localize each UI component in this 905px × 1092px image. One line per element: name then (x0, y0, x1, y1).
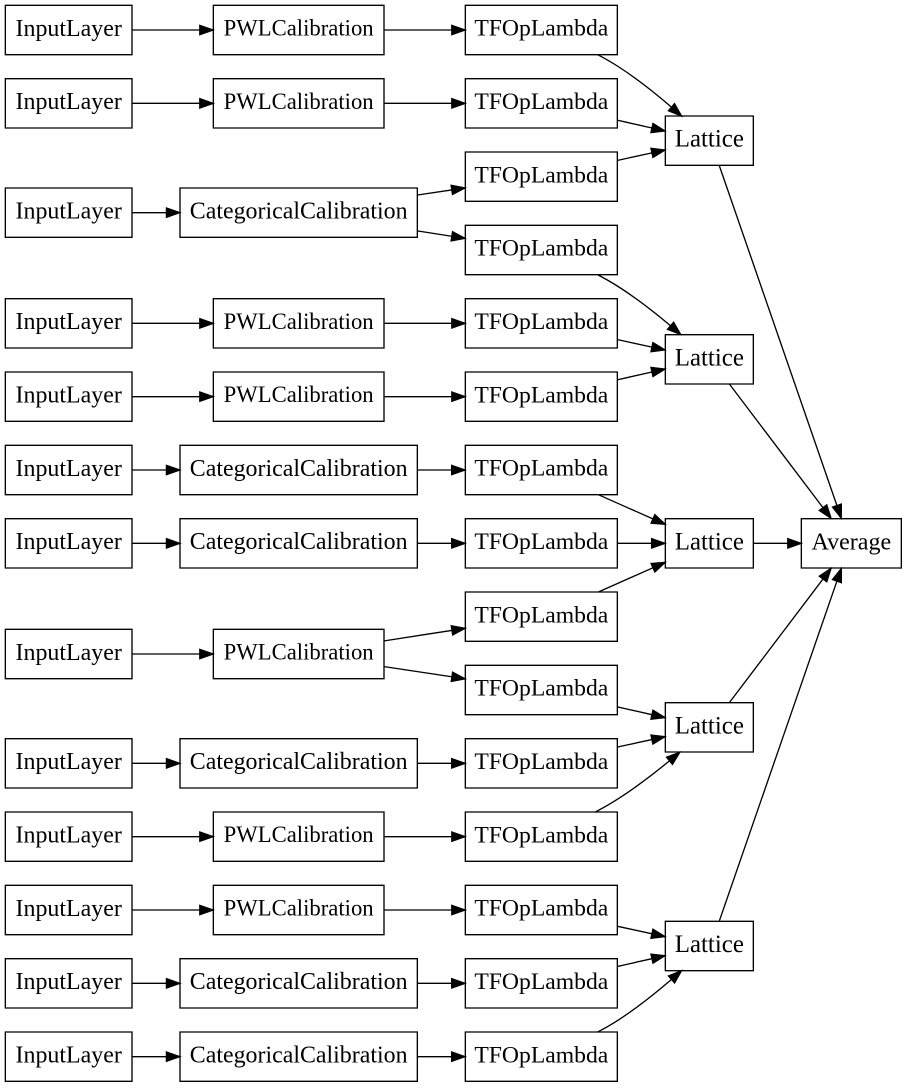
svg-text:TFOpLambda: TFOpLambda (474, 896, 608, 922)
svg-text:Lattice: Lattice (675, 126, 744, 153)
svg-text:CategoricalCalibration: CategoricalCalibration (190, 1042, 408, 1068)
svg-text:Lattice: Lattice (675, 344, 744, 371)
svg-text:TFOpLambda: TFOpLambda (474, 382, 608, 408)
svg-text:InputLayer: InputLayer (16, 382, 122, 408)
svg-text:PWLCalibration: PWLCalibration (224, 382, 374, 407)
svg-text:InputLayer: InputLayer (16, 16, 122, 42)
svg-text:InputLayer: InputLayer (16, 198, 122, 224)
svg-text:InputLayer: InputLayer (16, 309, 122, 335)
svg-text:TFOpLambda: TFOpLambda (474, 602, 608, 628)
svg-text:InputLayer: InputLayer (16, 529, 122, 555)
svg-text:CategoricalCalibration: CategoricalCalibration (190, 749, 408, 775)
svg-text:CategoricalCalibration: CategoricalCalibration (190, 456, 408, 482)
svg-text:Lattice: Lattice (675, 528, 744, 555)
svg-text:InputLayer: InputLayer (16, 1042, 122, 1068)
svg-text:TFOpLambda: TFOpLambda (474, 236, 608, 262)
svg-text:InputLayer: InputLayer (16, 89, 122, 115)
svg-text:InputLayer: InputLayer (16, 456, 122, 482)
svg-text:TFOpLambda: TFOpLambda (474, 969, 608, 995)
svg-text:InputLayer: InputLayer (16, 749, 122, 775)
svg-text:TFOpLambda: TFOpLambda (474, 529, 608, 555)
svg-text:PWLCalibration: PWLCalibration (224, 895, 374, 920)
svg-text:CategoricalCalibration: CategoricalCalibration (190, 969, 408, 995)
svg-text:TFOpLambda: TFOpLambda (474, 676, 608, 702)
svg-text:PWLCalibration: PWLCalibration (224, 822, 374, 847)
svg-text:PWLCalibration: PWLCalibration (224, 89, 374, 114)
svg-text:TFOpLambda: TFOpLambda (474, 16, 608, 42)
svg-text:TFOpLambda: TFOpLambda (474, 89, 608, 115)
svg-text:InputLayer: InputLayer (16, 822, 122, 848)
svg-text:PWLCalibration: PWLCalibration (224, 639, 374, 664)
svg-text:TFOpLambda: TFOpLambda (474, 162, 608, 188)
svg-text:CategoricalCalibration: CategoricalCalibration (190, 529, 408, 555)
svg-text:Lattice: Lattice (675, 931, 744, 958)
svg-text:TFOpLambda: TFOpLambda (474, 1042, 608, 1068)
svg-text:TFOpLambda: TFOpLambda (474, 822, 608, 848)
svg-text:InputLayer: InputLayer (16, 896, 122, 922)
svg-text:TFOpLambda: TFOpLambda (474, 309, 608, 335)
svg-text:TFOpLambda: TFOpLambda (474, 456, 608, 482)
svg-text:PWLCalibration: PWLCalibration (224, 15, 374, 40)
svg-text:Average: Average (812, 529, 892, 555)
svg-text:Lattice: Lattice (675, 712, 744, 739)
svg-text:PWLCalibration: PWLCalibration (224, 309, 374, 334)
svg-text:TFOpLambda: TFOpLambda (474, 749, 608, 775)
svg-text:CategoricalCalibration: CategoricalCalibration (190, 198, 408, 224)
svg-text:InputLayer: InputLayer (16, 640, 122, 666)
svg-text:InputLayer: InputLayer (16, 969, 122, 995)
